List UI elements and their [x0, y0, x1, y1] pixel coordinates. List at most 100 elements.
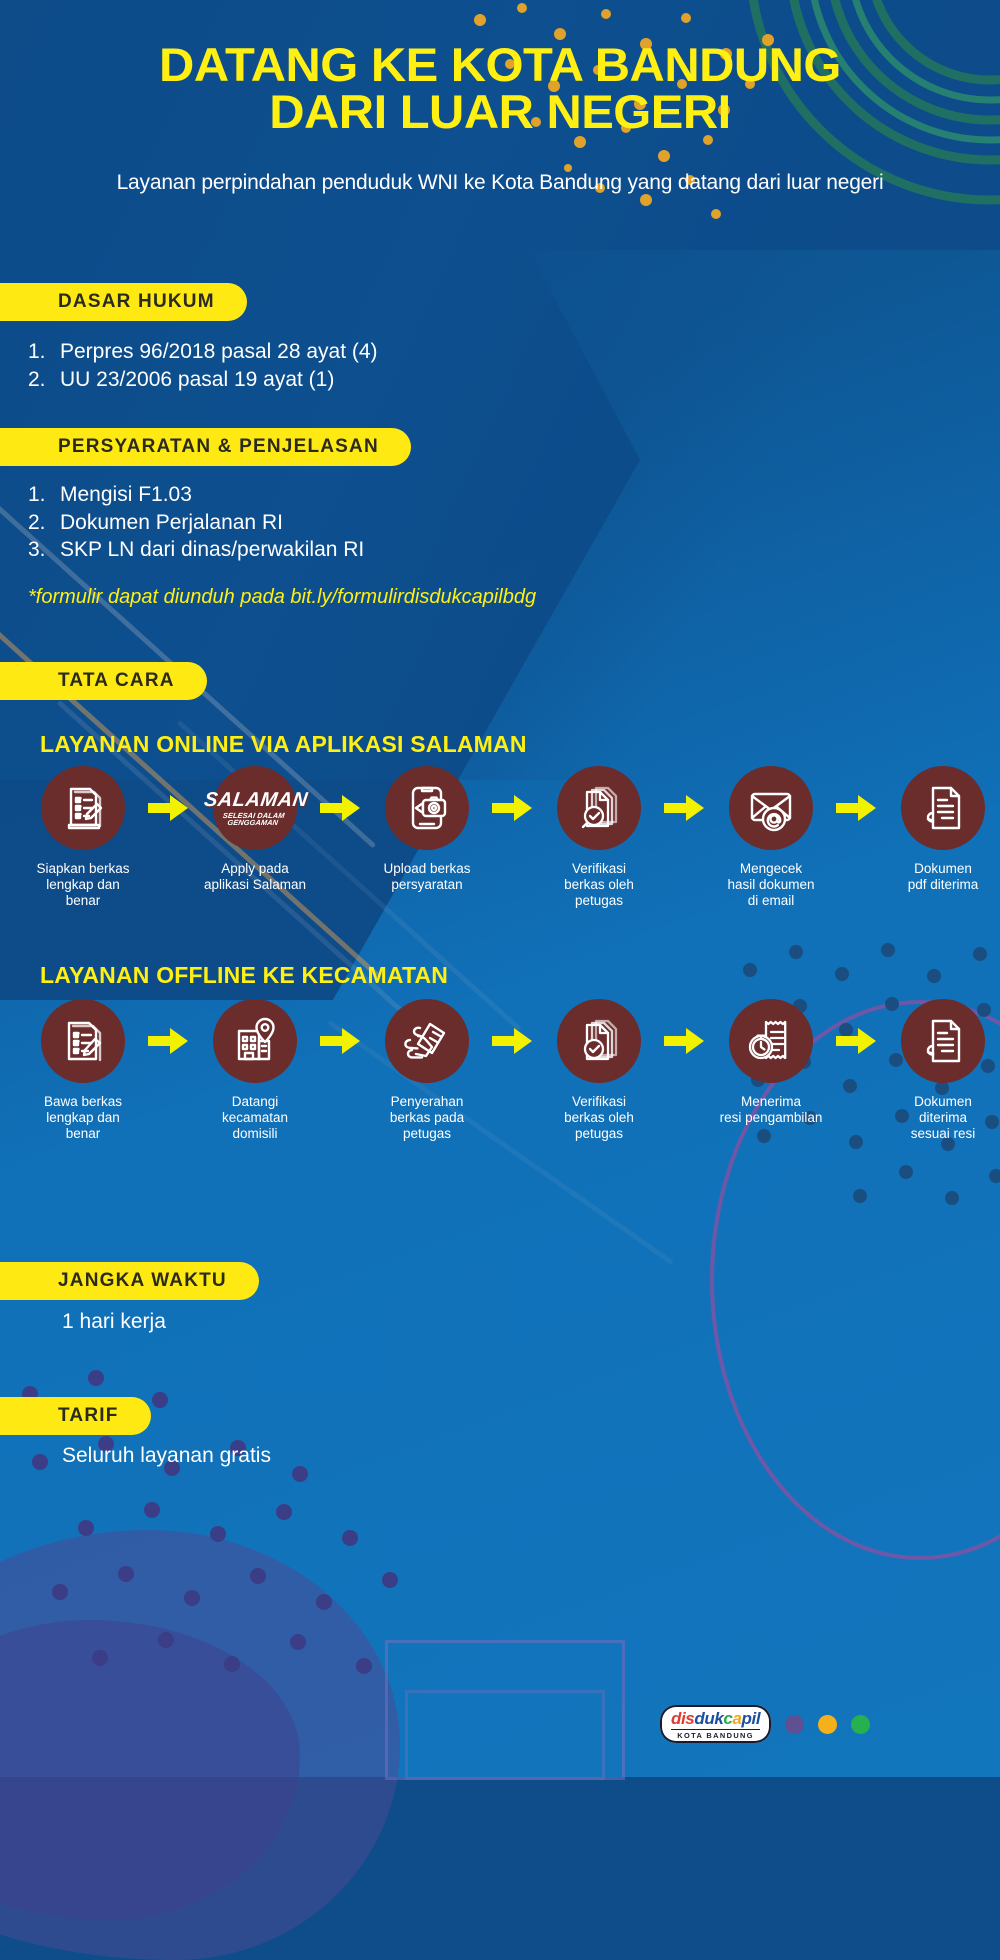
section-heading-persyaratan: PERSYARATAN & PENJELASAN: [0, 428, 411, 466]
list-item-number: 2.: [28, 367, 46, 391]
flow-step: Menerima resi pengambilan: [708, 999, 834, 1126]
list-item-text: Mengisi F1.03: [60, 483, 192, 506]
background-dark-gradient: [0, 0, 1000, 780]
list-item-number: 2.: [28, 510, 46, 534]
jangka-waktu-value: 1 hari kerja: [62, 1310, 166, 1333]
logo-part-pil: pil: [741, 1709, 761, 1728]
flow-step-caption: Menerima resi pengambilan: [719, 1094, 823, 1125]
document-hand-receive-icon: [901, 766, 985, 850]
logo-part-c: c: [723, 1709, 733, 1728]
decorative-arcs: [748, 0, 1000, 205]
list-item-text: UU 23/2006 pasal 19 ayat (1): [60, 367, 335, 391]
hand-give-document-icon: [385, 999, 469, 1083]
list-item: 1. Mengisi F1.03: [28, 481, 536, 509]
checklist-document-pen-icon: [41, 999, 125, 1083]
persyaratan-content: 1. Mengisi F1.03 2. Dokumen Perjalanan R…: [28, 481, 536, 609]
document-verified-check-icon: [557, 999, 641, 1083]
list-item-number: 3.: [28, 538, 46, 562]
flow-step-caption: Upload berkas persyaratan: [383, 861, 471, 892]
decorative-gold-dots: [474, 3, 774, 219]
footer-dot-purple: [785, 1714, 805, 1734]
flow-step-caption: Datangi kecamatan domisili: [221, 1094, 289, 1141]
flow-step-caption: Verifikasi berkas oleh petugas: [564, 861, 634, 908]
list-item-text: Perpres 96/2018 pasal 28 ayat (4): [60, 340, 378, 363]
disdukcapil-logo: disdukcapil KOTA BANDUNG: [660, 1705, 772, 1744]
document-verified-magnifier-icon: [557, 766, 641, 850]
document-hand-receive-icon: [901, 999, 985, 1083]
building-location-pin-icon: [213, 999, 297, 1083]
list-item-text: SKP LN dari dinas/perwakilan RI: [60, 538, 365, 562]
email-envelope-at-icon: [729, 766, 813, 850]
arrow-right-icon: [834, 999, 880, 1083]
logo-wordmark: disdukcapil: [671, 1709, 761, 1728]
arrow-right-icon: [318, 999, 364, 1083]
section-heading-dasar-hukum: DASAR HUKUM: [0, 283, 247, 321]
dasar-hukum-content: 1. Perpres 96/2018 pasal 28 ayat (4) 2. …: [28, 338, 378, 393]
logo-part-a: a: [732, 1709, 742, 1728]
page-title-line-1: DATANG KE KOTA BANDUNG: [159, 38, 841, 91]
flow-step: SALAMAN SELESAI DALAM GENGGAMAN Apply pa…: [192, 766, 318, 893]
flow-step: Dokumen diterima sesuai resi: [880, 999, 1000, 1142]
flow-step-caption: Penyerahan berkas pada petugas: [389, 1094, 465, 1141]
section-heading-jangka-waktu: JANGKA WAKTU: [0, 1262, 259, 1300]
arrow-right-icon: [318, 766, 364, 850]
dasar-hukum-list: 1. Perpres 96/2018 pasal 28 ayat (4) 2. …: [28, 338, 378, 393]
section-heading-tata-cara: TATA CARA: [0, 662, 207, 700]
list-item-text: Dokumen Perjalanan RI: [60, 510, 283, 534]
section-heading-tarif: TARIF: [0, 1397, 151, 1435]
list-item: 3. SKP LN dari dinas/perwakilan RI: [28, 536, 536, 564]
salaman-badge-main: SALAMAN: [202, 788, 310, 811]
tarif-value: Seluruh layanan gratis: [62, 1444, 271, 1467]
receipt-stopwatch-icon: [729, 999, 813, 1083]
flow-offline: Bawa berkas lengkap dan benar Datangi ke…: [20, 999, 1000, 1142]
arrow-right-icon: [146, 766, 192, 850]
checklist-document-pen-icon: [41, 766, 125, 850]
decorative-purple-dots: [22, 1370, 398, 1674]
arrow-right-icon: [146, 999, 192, 1083]
logo-part-duk: duk: [694, 1709, 724, 1728]
salaman-badge-sub: SELESAI DALAM GENGGAMAN: [222, 810, 286, 827]
flow-step: Verifikasi berkas oleh petugas: [536, 999, 662, 1142]
flow-step: Dokumen pdf diterima: [880, 766, 1000, 893]
list-item-number: 1.: [28, 340, 46, 363]
flow-step-caption: Apply pada aplikasi Salaman: [203, 861, 307, 892]
flow-step: Datangi kecamatan domisili: [192, 999, 318, 1142]
flow-step: Siapkan berkas lengkap dan benar: [20, 766, 146, 909]
footer-dot-green: [851, 1714, 871, 1734]
flow-step: Mengecek hasil dokumen di email: [708, 766, 834, 909]
flow-step-caption: Dokumen pdf diterima: [907, 861, 979, 892]
flow-step-caption: Verifikasi berkas oleh petugas: [564, 1094, 634, 1141]
decorative-navy-dots: [743, 943, 1000, 1205]
list-item: 2. UU 23/2006 pasal 19 ayat (1): [28, 366, 378, 394]
phone-camera-upload-icon: [385, 766, 469, 850]
flow-online: Siapkan berkas lengkap dan benar SALAMAN…: [20, 766, 1000, 909]
flow-title-online: LAYANAN ONLINE VIA APLIKASI SALAMAN: [40, 731, 527, 757]
arrow-right-icon: [662, 999, 708, 1083]
page-title: DATANG KE KOTA BANDUNG DARI LUAR NEGERI: [0, 0, 1000, 135]
persyaratan-note: *formulir dapat diunduh pada bit.ly/form…: [28, 586, 537, 609]
page-title-line-2: DARI LUAR NEGERI: [269, 84, 731, 138]
footer: disdukcapil KOTA BANDUNG: [660, 1705, 871, 1744]
persyaratan-list: 1. Mengisi F1.03 2. Dokumen Perjalanan R…: [28, 481, 536, 564]
logo-part-dis: dis: [671, 1709, 695, 1728]
logo-subtitle: KOTA BANDUNG: [671, 1729, 761, 1739]
page-subtitle: Layanan perpindahan penduduk WNI ke Kota…: [116, 171, 884, 195]
flow-title-offline: LAYANAN OFFLINE KE KECAMATAN: [40, 962, 449, 988]
arrow-right-icon: [490, 766, 536, 850]
flow-step: Penyerahan berkas pada petugas: [364, 999, 490, 1142]
arrow-right-icon: [662, 766, 708, 850]
page-header: DATANG KE KOTA BANDUNG DARI LUAR NEGERI …: [0, 0, 1000, 195]
flow-step-caption: Siapkan berkas lengkap dan benar: [36, 861, 130, 908]
list-item-number: 1.: [28, 483, 46, 506]
flow-step-caption: Bawa berkas lengkap dan benar: [43, 1094, 123, 1141]
salaman-app-logo-icon: SALAMAN SELESAI DALAM GENGGAMAN: [203, 766, 309, 850]
list-item: 1. Perpres 96/2018 pasal 28 ayat (4): [28, 338, 378, 366]
arrow-right-icon: [834, 766, 880, 850]
salaman-badge: SALAMAN SELESAI DALAM GENGGAMAN: [201, 788, 310, 827]
footer-dot-yellow: [818, 1714, 838, 1734]
flow-step: Bawa berkas lengkap dan benar: [20, 999, 146, 1142]
flow-step-caption: Dokumen diterima sesuai resi: [910, 1094, 976, 1141]
flow-step-caption: Mengecek hasil dokumen di email: [727, 861, 815, 908]
decorative-rect-outline-2: [405, 1690, 605, 1780]
flow-step: Upload berkas persyaratan: [364, 766, 490, 893]
